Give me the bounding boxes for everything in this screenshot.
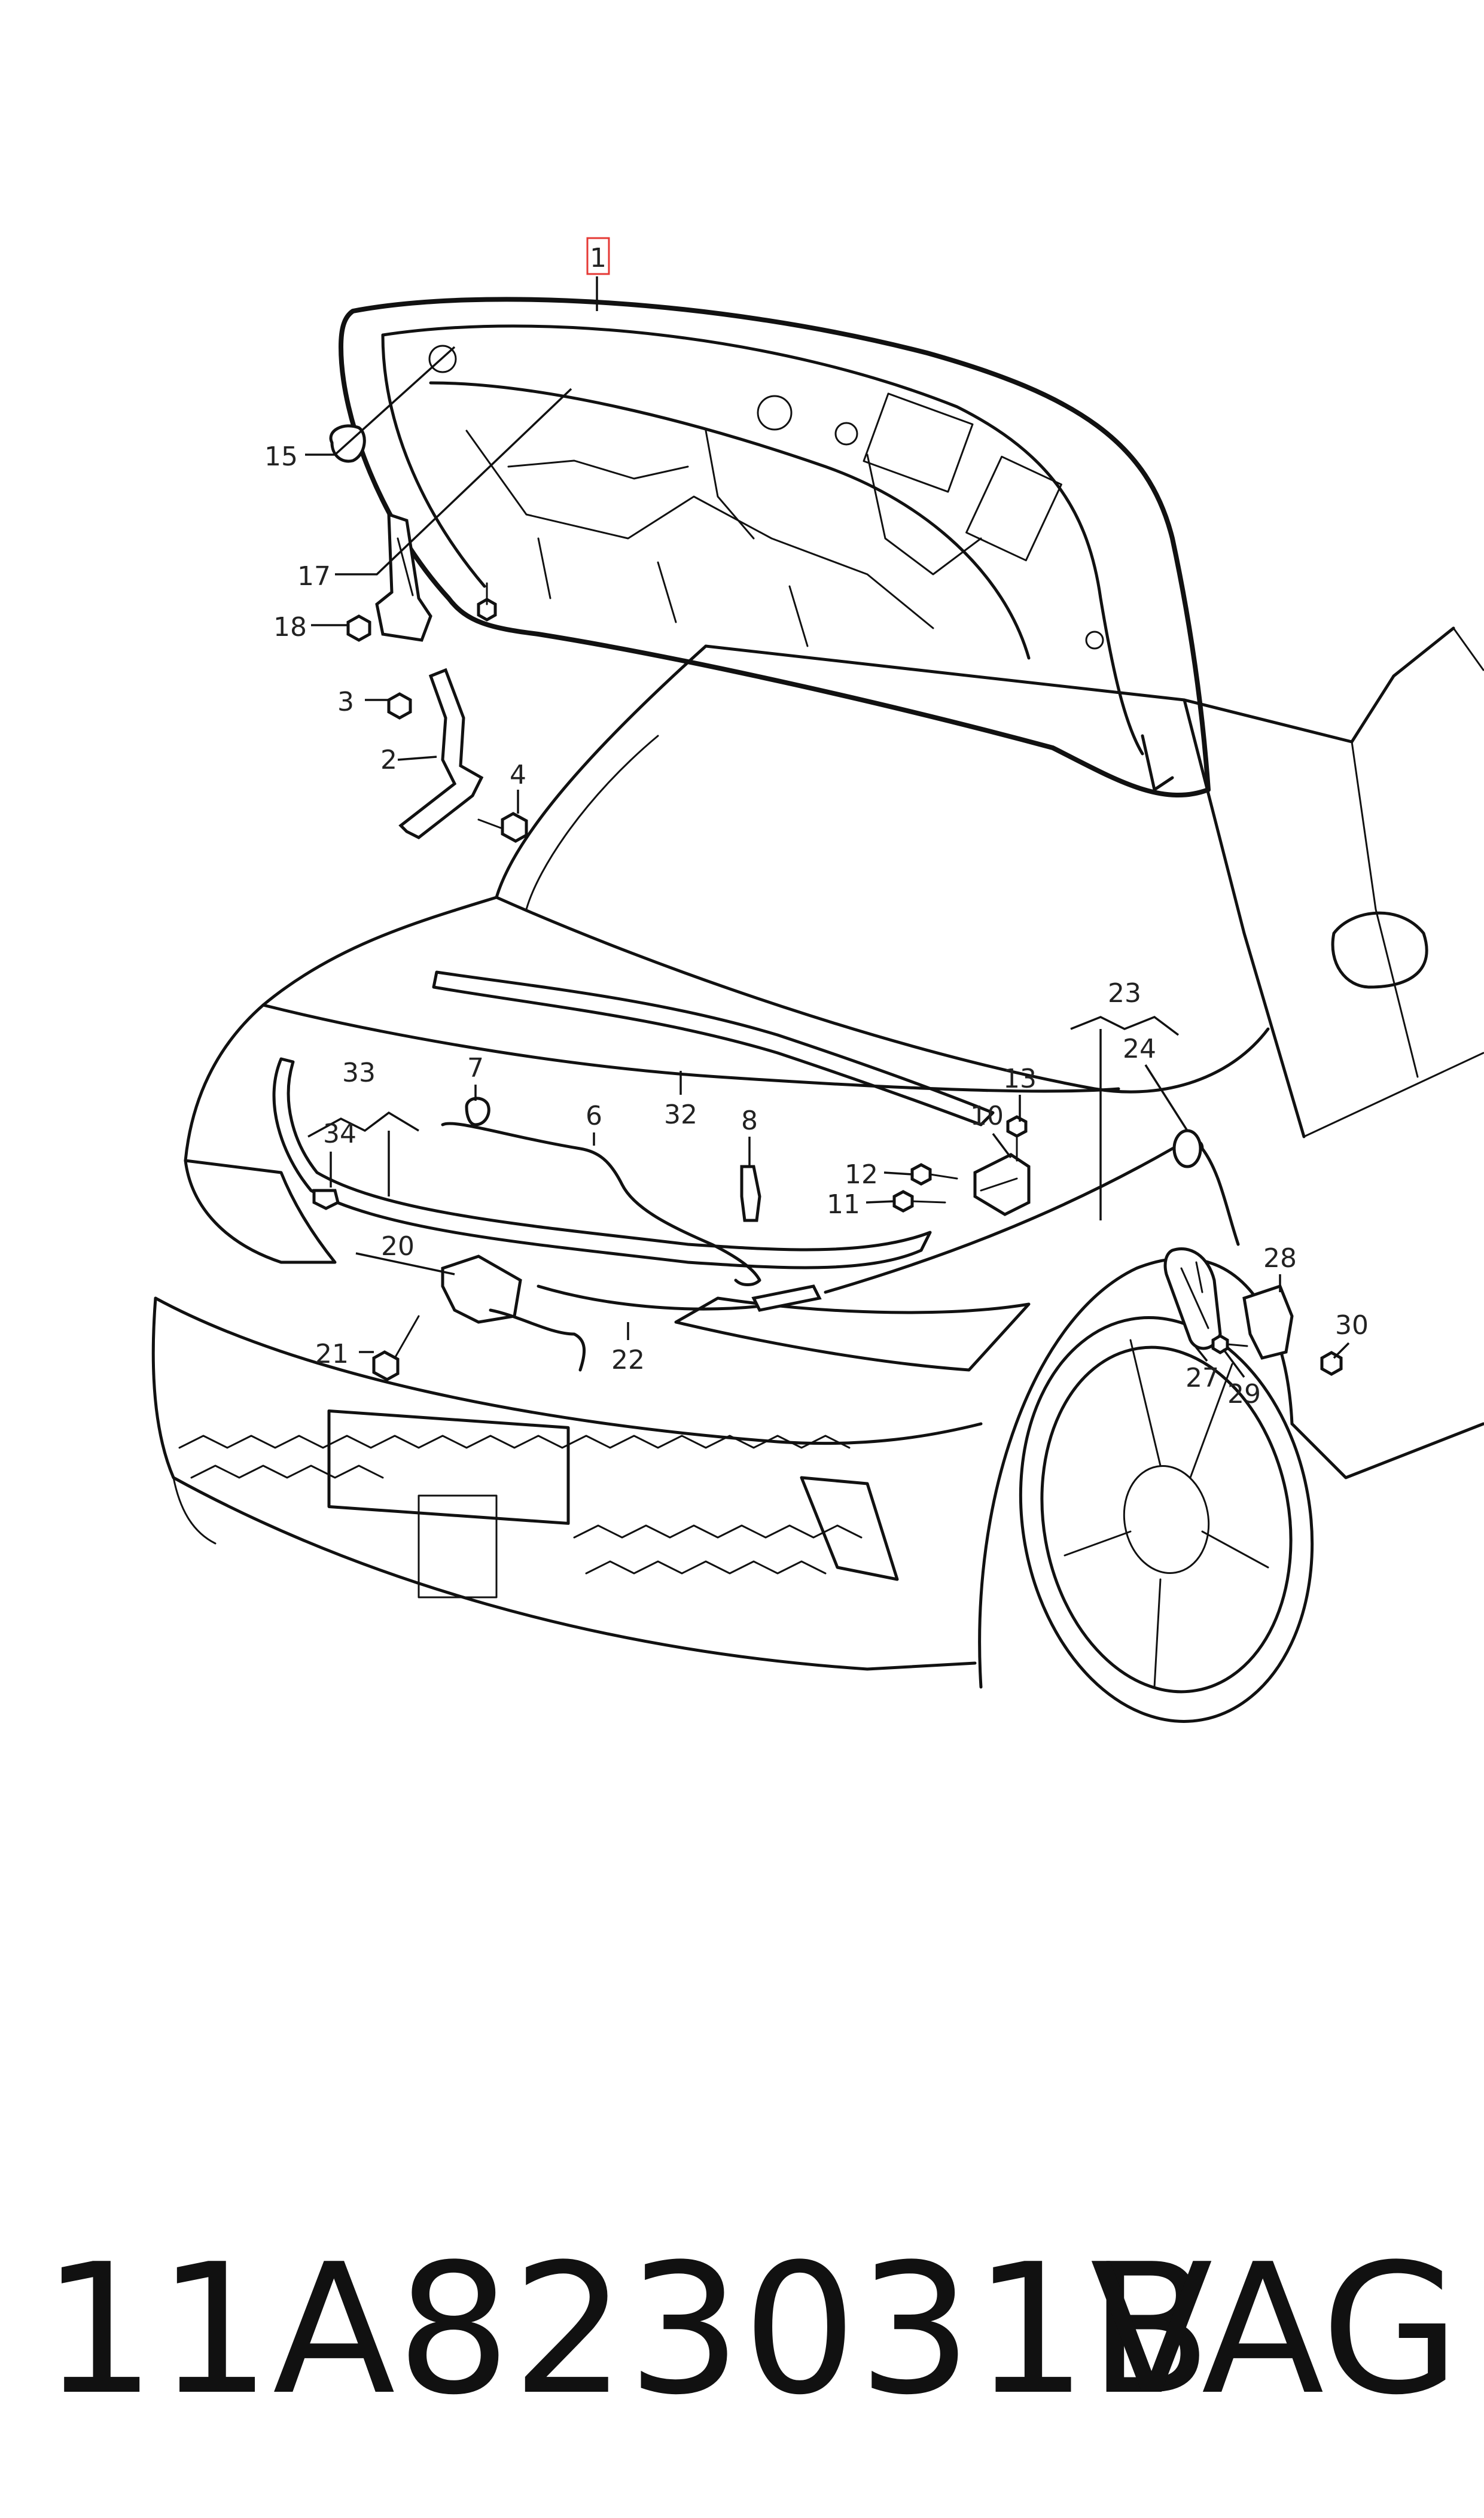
bolt-part-4[interactable] [477,812,528,843]
callout-15[interactable]: 15 [264,442,298,472]
clip-part-30[interactable] [1320,1351,1343,1376]
handle-part-27[interactable] [1163,1247,1222,1350]
bolt-part-21[interactable] [372,1315,420,1381]
car-body-outline [151,626,1484,1723]
callout-2[interactable]: 2 [380,745,397,775]
callout-13[interactable]: 13 [1003,1064,1037,1094]
callout-10[interactable]: 10 [970,1101,1004,1131]
stud [477,582,497,622]
bolt-part-12[interactable] [910,1163,958,1186]
callout-29[interactable]: 29 [1227,1379,1261,1409]
callout-1[interactable]: 1 [590,243,607,273]
footer: 11A823031B VAG [0,2231,1484,2429]
callout-30[interactable]: 30 [1335,1310,1369,1341]
catch-part-10[interactable] [973,1153,1031,1216]
callout-18[interactable]: 18 [273,612,307,643]
callout-8[interactable]: 8 [741,1106,758,1136]
hinge-part-2[interactable] [398,668,484,839]
leader-lines [305,276,1350,1378]
grille-pattern [178,1435,863,1575]
callout-27[interactable]: 27 [1186,1363,1219,1393]
callout-23[interactable]: 23 [1108,978,1141,1009]
stay-rod-part-6[interactable] [441,1122,761,1286]
callout-28[interactable]: 28 [1263,1243,1297,1274]
callout-21[interactable]: 21 [315,1339,349,1369]
callout-6[interactable]: 6 [586,1101,602,1131]
seal-part-33[interactable] [272,1057,932,1269]
brand-label: VAG [1090,2225,1460,2434]
seal-part-32[interactable] [432,970,995,1126]
callout-17[interactable]: 17 [297,561,331,592]
callout-22[interactable]: 22 [611,1345,645,1375]
clip-part-34[interactable] [312,1189,340,1210]
callout-11[interactable]: 11 [827,1189,860,1220]
callout-33[interactable]: 33 [342,1058,376,1088]
nut-part-18[interactable] [346,614,371,642]
buffer-part-7[interactable] [465,1097,490,1126]
callout-labels: 1 2 3 4 6 7 8 10 11 12 13 15 17 18 20 21… [264,243,1369,1409]
bracket-part-28[interactable] [1242,1284,1294,1360]
hinge-part-17[interactable] [375,512,432,642]
callout-32[interactable]: 32 [664,1100,697,1130]
lock-part-20[interactable] [441,1255,522,1324]
bolt-part-11[interactable] [892,1190,946,1213]
bolt-part-13[interactable] [1006,1115,1028,1162]
holder-part-8[interactable] [740,1165,761,1222]
screw-part-29[interactable] [1211,1334,1248,1354]
callout-24[interactable]: 24 [1123,1034,1156,1064]
cable-part-22[interactable] [489,1284,822,1372]
callout-12[interactable]: 12 [845,1159,878,1190]
callout-7[interactable]: 7 [467,1053,484,1083]
callout-4[interactable]: 4 [510,760,526,790]
parts-diagram: 1 2 3 4 6 7 8 10 11 12 13 15 17 18 20 21… [151,237,1484,1723]
callout-34[interactable]: 34 [323,1119,356,1149]
bonnet-part-1[interactable] [339,297,1211,798]
part-number: 11A823031B [42,2225,1213,2434]
callout-20[interactable]: 20 [381,1231,415,1262]
nut-part-3[interactable] [387,692,412,720]
callout-3[interactable]: 3 [337,687,354,717]
callout-1-highlight [586,237,610,275]
grommet-part-24[interactable] [1172,1129,1202,1168]
